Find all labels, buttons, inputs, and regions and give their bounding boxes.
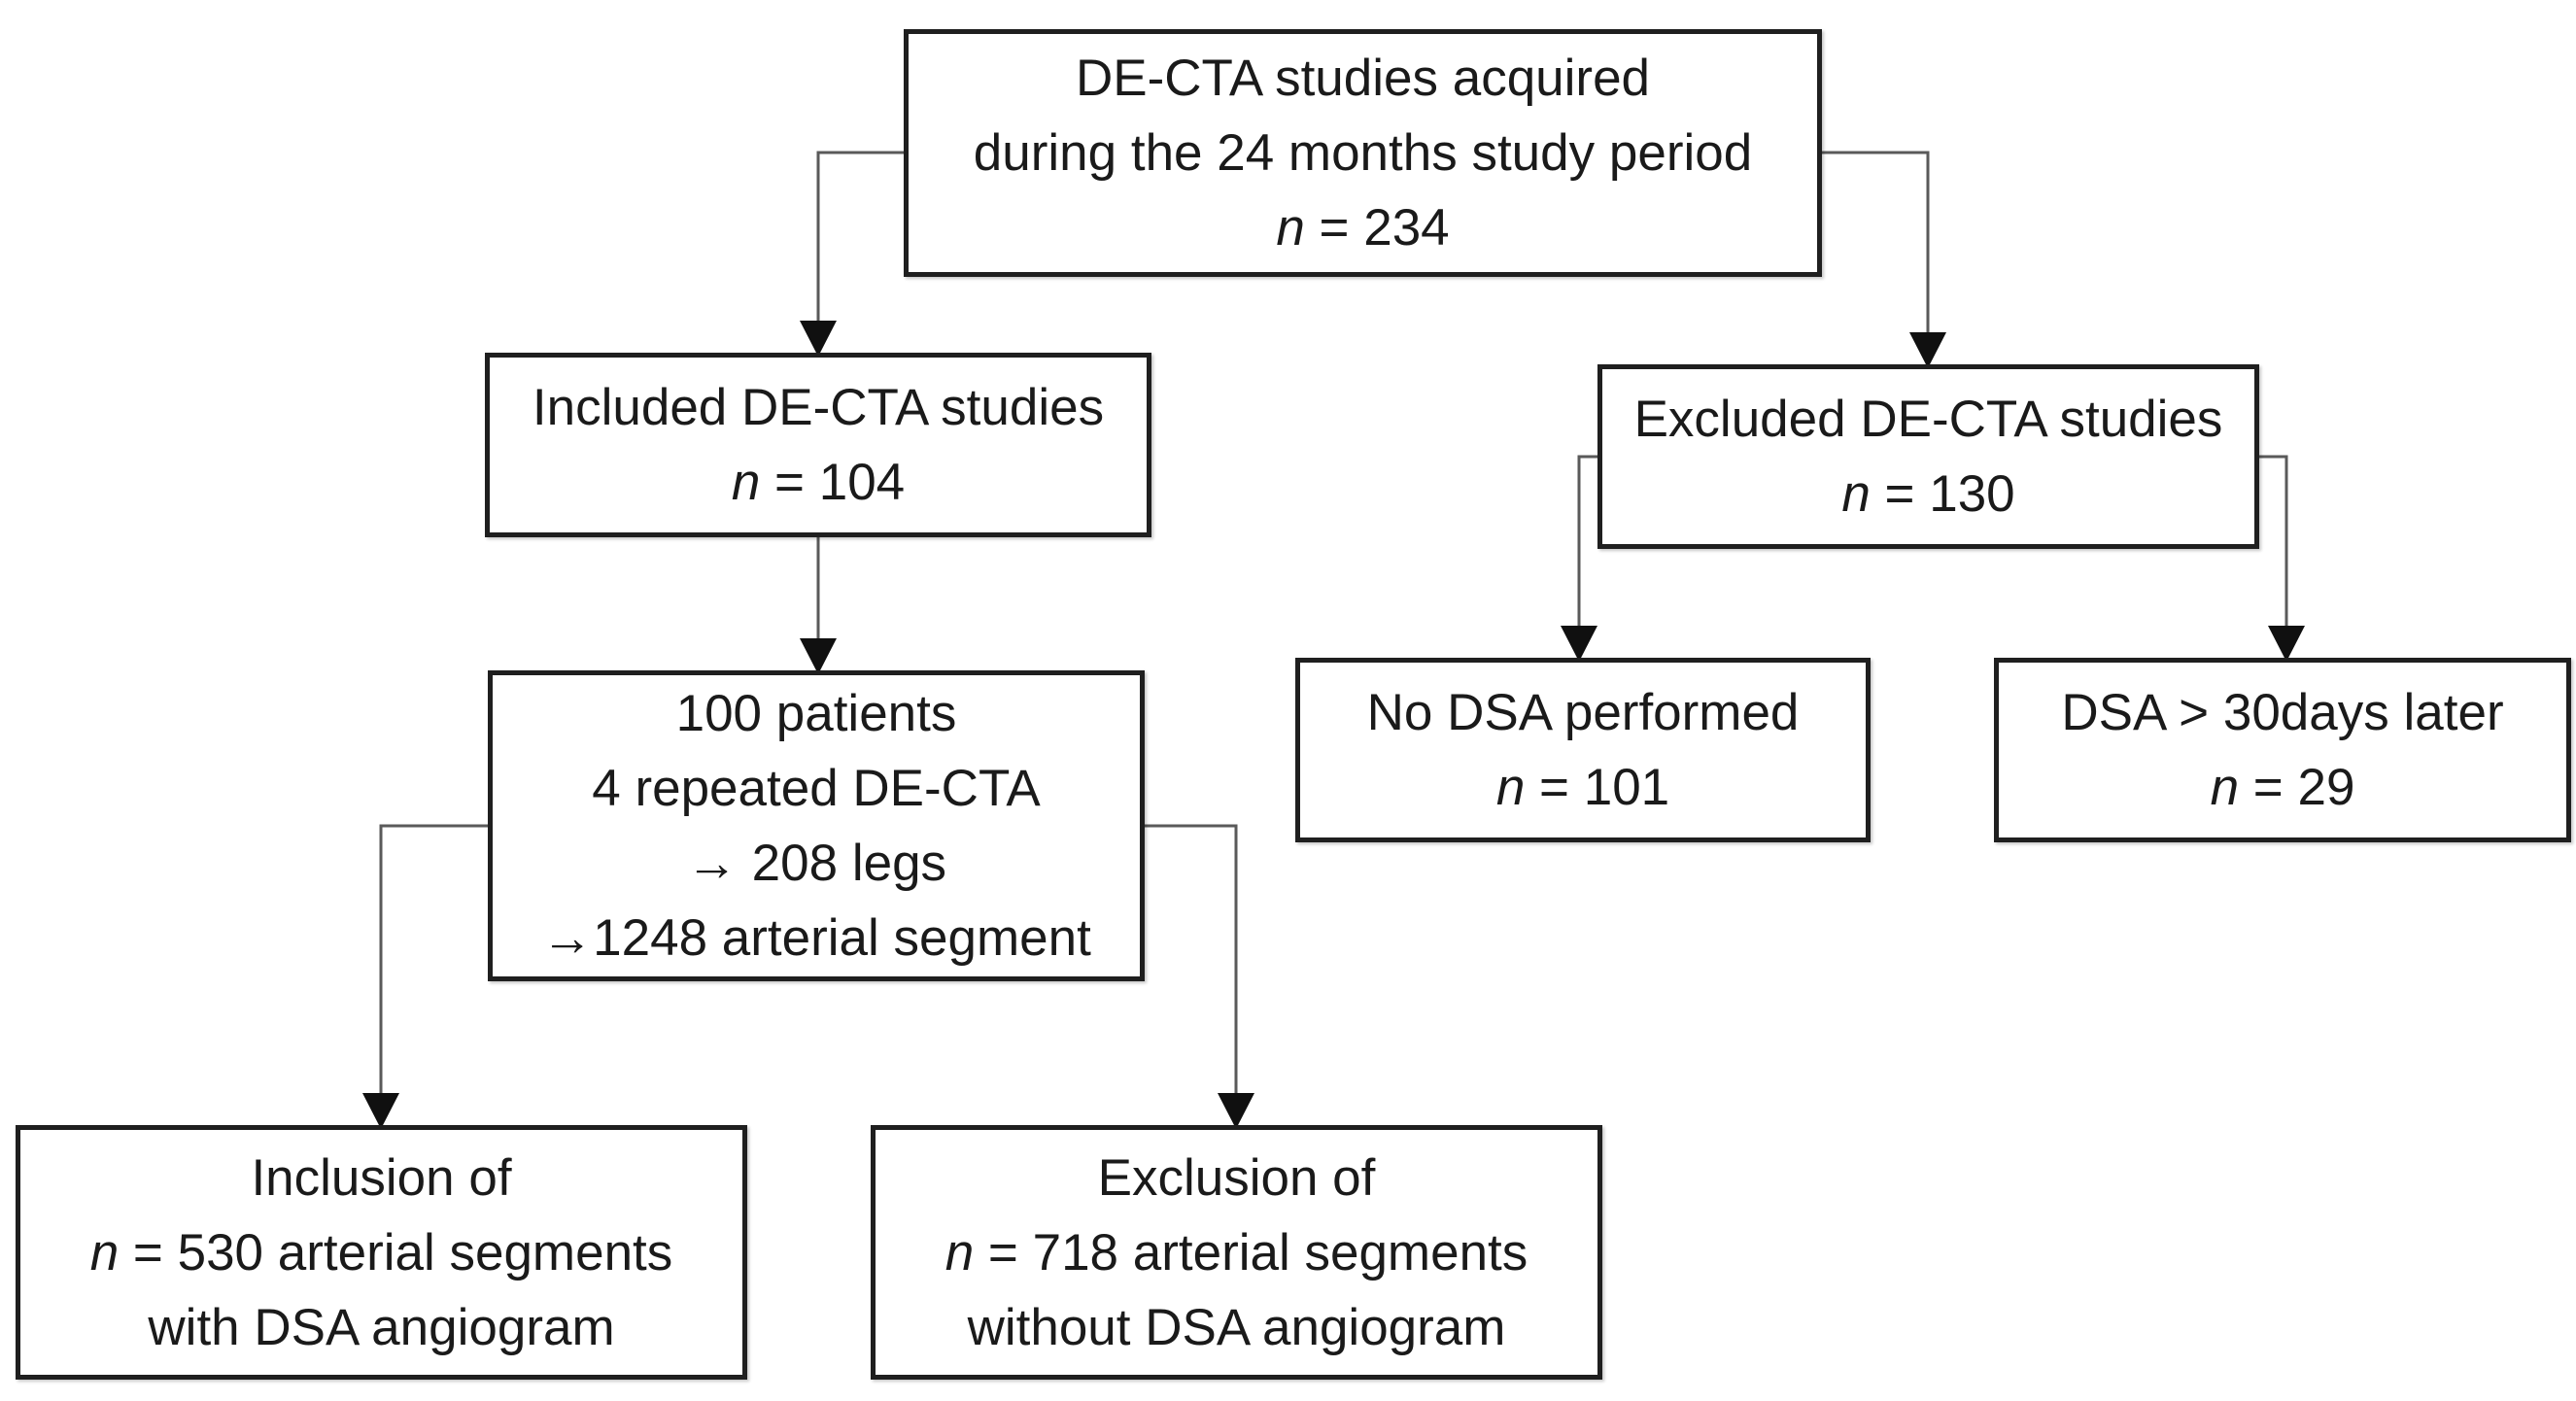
connector-included-to-patients <box>800 535 837 674</box>
box-no-dsa-line-1: No DSA performed <box>1366 684 1800 741</box>
box-acquired-count: n = 234 <box>1276 199 1450 256</box>
box-inclusion-segments: Inclusion of n = 530 arterial segments w… <box>16 1125 747 1380</box>
box-exclusion-line-3: without DSA angiogram <box>967 1298 1506 1356</box>
connector-acquired-to-excluded <box>1820 151 1946 368</box>
connector-acquired-to-included <box>800 151 906 357</box>
box-acquired-line-1: DE-CTA studies acquired <box>1075 50 1651 107</box>
connector-excluded-to-dsa-late <box>2257 455 2305 662</box>
connector-patients-to-inclusion <box>362 824 490 1129</box>
box-excluded-count: n = 130 <box>1841 465 2015 523</box>
box-decta-studies-acquired: DE-CTA studies acquired during the 24 mo… <box>904 29 1822 277</box>
box-inclusion-count: n = 530 arterial segments <box>89 1223 673 1281</box>
box-no-dsa-performed: No DSA performed n = 101 <box>1295 658 1871 842</box>
box-included-line-1: Included DE-CTA studies <box>532 379 1105 436</box>
box-no-dsa-count: n = 101 <box>1495 759 1670 816</box>
box-inclusion-line-1: Inclusion of <box>251 1148 512 1207</box>
connector-excluded-to-no-dsa <box>1561 455 1599 662</box>
box-excluded-studies: Excluded DE-CTA studies n = 130 <box>1597 364 2259 549</box>
box-acquired-line-2: during the 24 months study period <box>973 124 1753 182</box>
box-patients-line-4: →1248 arterial segment <box>541 909 1091 967</box>
box-exclusion-line-1: Exclusion of <box>1097 1148 1376 1207</box>
box-inclusion-line-3: with DSA angiogram <box>148 1298 615 1356</box>
box-patients-line-2: 4 repeated DE-CTA <box>592 760 1041 817</box>
box-exclusion-count: n = 718 arterial segments <box>945 1223 1528 1281</box>
box-dsa-late-count: n = 29 <box>2210 759 2355 816</box>
box-included-count: n = 104 <box>731 454 906 511</box>
box-exclusion-segments: Exclusion of n = 718 arterial segments w… <box>871 1125 1602 1380</box>
box-dsa-30days-later: DSA > 30days later n = 29 <box>1994 658 2571 842</box>
box-patients-line-1: 100 patients <box>675 685 957 742</box>
box-included-studies: Included DE-CTA studies n = 104 <box>485 353 1151 537</box>
box-patients-summary: 100 patients 4 repeated DE-CTA → 208 leg… <box>488 670 1145 981</box>
connector-patients-to-exclusion <box>1143 824 1254 1129</box>
box-dsa-late-line-1: DSA > 30days later <box>2061 684 2504 741</box>
box-excluded-line-1: Excluded DE-CTA studies <box>1633 391 2223 448</box>
box-patients-line-3: → 208 legs <box>685 835 947 892</box>
